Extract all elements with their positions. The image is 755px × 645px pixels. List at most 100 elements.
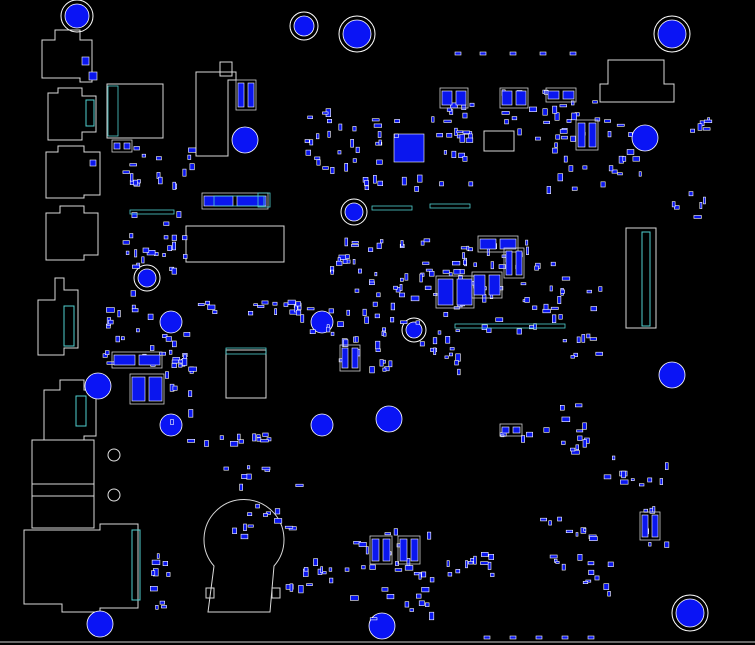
smd-pad[interactable] bbox=[171, 234, 177, 241]
smd-pad[interactable] bbox=[617, 172, 623, 176]
smd-pad[interactable] bbox=[283, 302, 289, 307]
component-pad[interactable] bbox=[456, 278, 473, 306]
smd-pad[interactable] bbox=[345, 254, 350, 259]
mounting-hole-icon[interactable] bbox=[310, 413, 334, 437]
smd-pad[interactable] bbox=[130, 290, 136, 297]
smd-pad[interactable] bbox=[419, 341, 425, 347]
mounting-hole-icon[interactable] bbox=[159, 310, 183, 334]
smd-components[interactable] bbox=[102, 51, 713, 640]
smd-pad[interactable] bbox=[355, 146, 360, 153]
smd-pad[interactable] bbox=[330, 167, 335, 174]
smd-pad[interactable] bbox=[415, 593, 422, 599]
smd-pad[interactable] bbox=[187, 154, 192, 160]
edge-pad[interactable] bbox=[509, 51, 517, 56]
component-pad[interactable] bbox=[512, 426, 521, 434]
smd-pad[interactable] bbox=[373, 123, 383, 128]
smd-pad[interactable] bbox=[335, 260, 343, 266]
mounting-hole-icon[interactable] bbox=[344, 202, 364, 222]
smd-pad[interactable] bbox=[313, 558, 318, 567]
smd-pad[interactable] bbox=[598, 286, 603, 292]
component-pad[interactable] bbox=[505, 250, 513, 276]
smd-pad[interactable] bbox=[386, 593, 395, 600]
smd-pad[interactable] bbox=[158, 176, 163, 185]
smd-pad[interactable] bbox=[163, 235, 169, 240]
component-pad[interactable] bbox=[236, 195, 267, 207]
smd-pad[interactable] bbox=[188, 366, 197, 372]
smd-pad[interactable] bbox=[309, 139, 314, 146]
smd-pad[interactable] bbox=[262, 432, 269, 437]
smd-pad[interactable] bbox=[400, 277, 404, 282]
smd-pad[interactable] bbox=[306, 307, 315, 311]
mounting-hole-icon[interactable] bbox=[405, 321, 423, 339]
mounting-hole-icon[interactable] bbox=[293, 15, 315, 37]
smd-pad[interactable] bbox=[352, 258, 356, 265]
smd-pad[interactable] bbox=[274, 508, 281, 515]
smd-pad[interactable] bbox=[561, 416, 571, 422]
smd-pad[interactable] bbox=[557, 516, 562, 522]
smd-pad[interactable] bbox=[595, 351, 603, 356]
component-pad[interactable] bbox=[410, 538, 419, 562]
smd-pad[interactable] bbox=[183, 254, 188, 259]
smd-pad[interactable] bbox=[589, 337, 597, 341]
mounting-hole-icon[interactable] bbox=[84, 372, 112, 400]
smd-pad[interactable] bbox=[448, 352, 453, 357]
smd-pad[interactable] bbox=[462, 259, 467, 266]
smd-pad[interactable] bbox=[561, 276, 571, 281]
pin-strip[interactable] bbox=[429, 203, 471, 209]
component-outline[interactable] bbox=[471, 271, 503, 299]
mounting-hole-icon[interactable] bbox=[657, 19, 687, 49]
smd-pad[interactable] bbox=[376, 242, 382, 249]
smd-pad[interactable] bbox=[533, 323, 537, 330]
smd-pad[interactable] bbox=[549, 554, 558, 559]
smd-pad[interactable] bbox=[381, 327, 386, 332]
smd-pad[interactable] bbox=[575, 403, 583, 408]
component-pad[interactable] bbox=[501, 426, 510, 434]
usb-connector-3[interactable] bbox=[45, 145, 101, 199]
smd-pad[interactable] bbox=[303, 567, 309, 572]
smd-pad[interactable] bbox=[320, 566, 324, 574]
smd-pad[interactable] bbox=[586, 289, 592, 294]
smd-pad[interactable] bbox=[165, 371, 169, 379]
smd-pad[interactable] bbox=[223, 466, 229, 471]
smd-pad[interactable] bbox=[183, 332, 191, 337]
smd-pad[interactable] bbox=[326, 119, 332, 124]
smd-pad[interactable] bbox=[156, 553, 160, 559]
smd-pad[interactable] bbox=[608, 165, 614, 172]
smd-pad[interactable] bbox=[204, 440, 209, 447]
smd-pad[interactable] bbox=[577, 435, 583, 441]
smd-pad[interactable] bbox=[458, 152, 466, 159]
smd-pad[interactable] bbox=[243, 523, 247, 531]
smd-pad[interactable] bbox=[132, 264, 140, 269]
smd-pad[interactable] bbox=[122, 240, 130, 245]
smd-pad[interactable] bbox=[671, 201, 676, 208]
component-pad[interactable] bbox=[148, 376, 163, 402]
smd-pad[interactable] bbox=[238, 439, 244, 444]
smd-pad[interactable] bbox=[125, 250, 130, 255]
component-outline[interactable] bbox=[111, 351, 163, 369]
smd-pad[interactable] bbox=[298, 585, 304, 594]
smd-pad[interactable] bbox=[377, 131, 382, 138]
smd-pad[interactable] bbox=[367, 247, 374, 252]
smd-pad[interactable] bbox=[307, 115, 313, 120]
smd-pad[interactable] bbox=[586, 333, 591, 339]
smd-pad[interactable] bbox=[369, 366, 375, 374]
smd-pad[interactable] bbox=[384, 532, 391, 536]
smd-pad[interactable] bbox=[399, 292, 405, 298]
smd-pad[interactable] bbox=[150, 345, 155, 351]
smd-pad[interactable] bbox=[393, 285, 398, 290]
pin-strip[interactable] bbox=[129, 209, 175, 215]
rj45-connector[interactable] bbox=[31, 439, 95, 529]
smd-pad[interactable] bbox=[247, 465, 251, 470]
smd-pad[interactable] bbox=[529, 106, 537, 112]
smd-pad[interactable] bbox=[379, 359, 384, 367]
smd-pad[interactable] bbox=[594, 117, 601, 122]
smd-pad[interactable] bbox=[328, 567, 333, 572]
smd-pad[interactable] bbox=[566, 119, 572, 123]
smd-pad[interactable] bbox=[364, 185, 370, 190]
smd-pad[interactable] bbox=[490, 572, 495, 577]
smd-pad[interactable] bbox=[526, 246, 529, 255]
smd-pad[interactable] bbox=[455, 353, 461, 362]
edge-pad[interactable] bbox=[535, 635, 543, 640]
smd-pad[interactable] bbox=[546, 186, 552, 194]
component-pad[interactable] bbox=[113, 142, 121, 150]
